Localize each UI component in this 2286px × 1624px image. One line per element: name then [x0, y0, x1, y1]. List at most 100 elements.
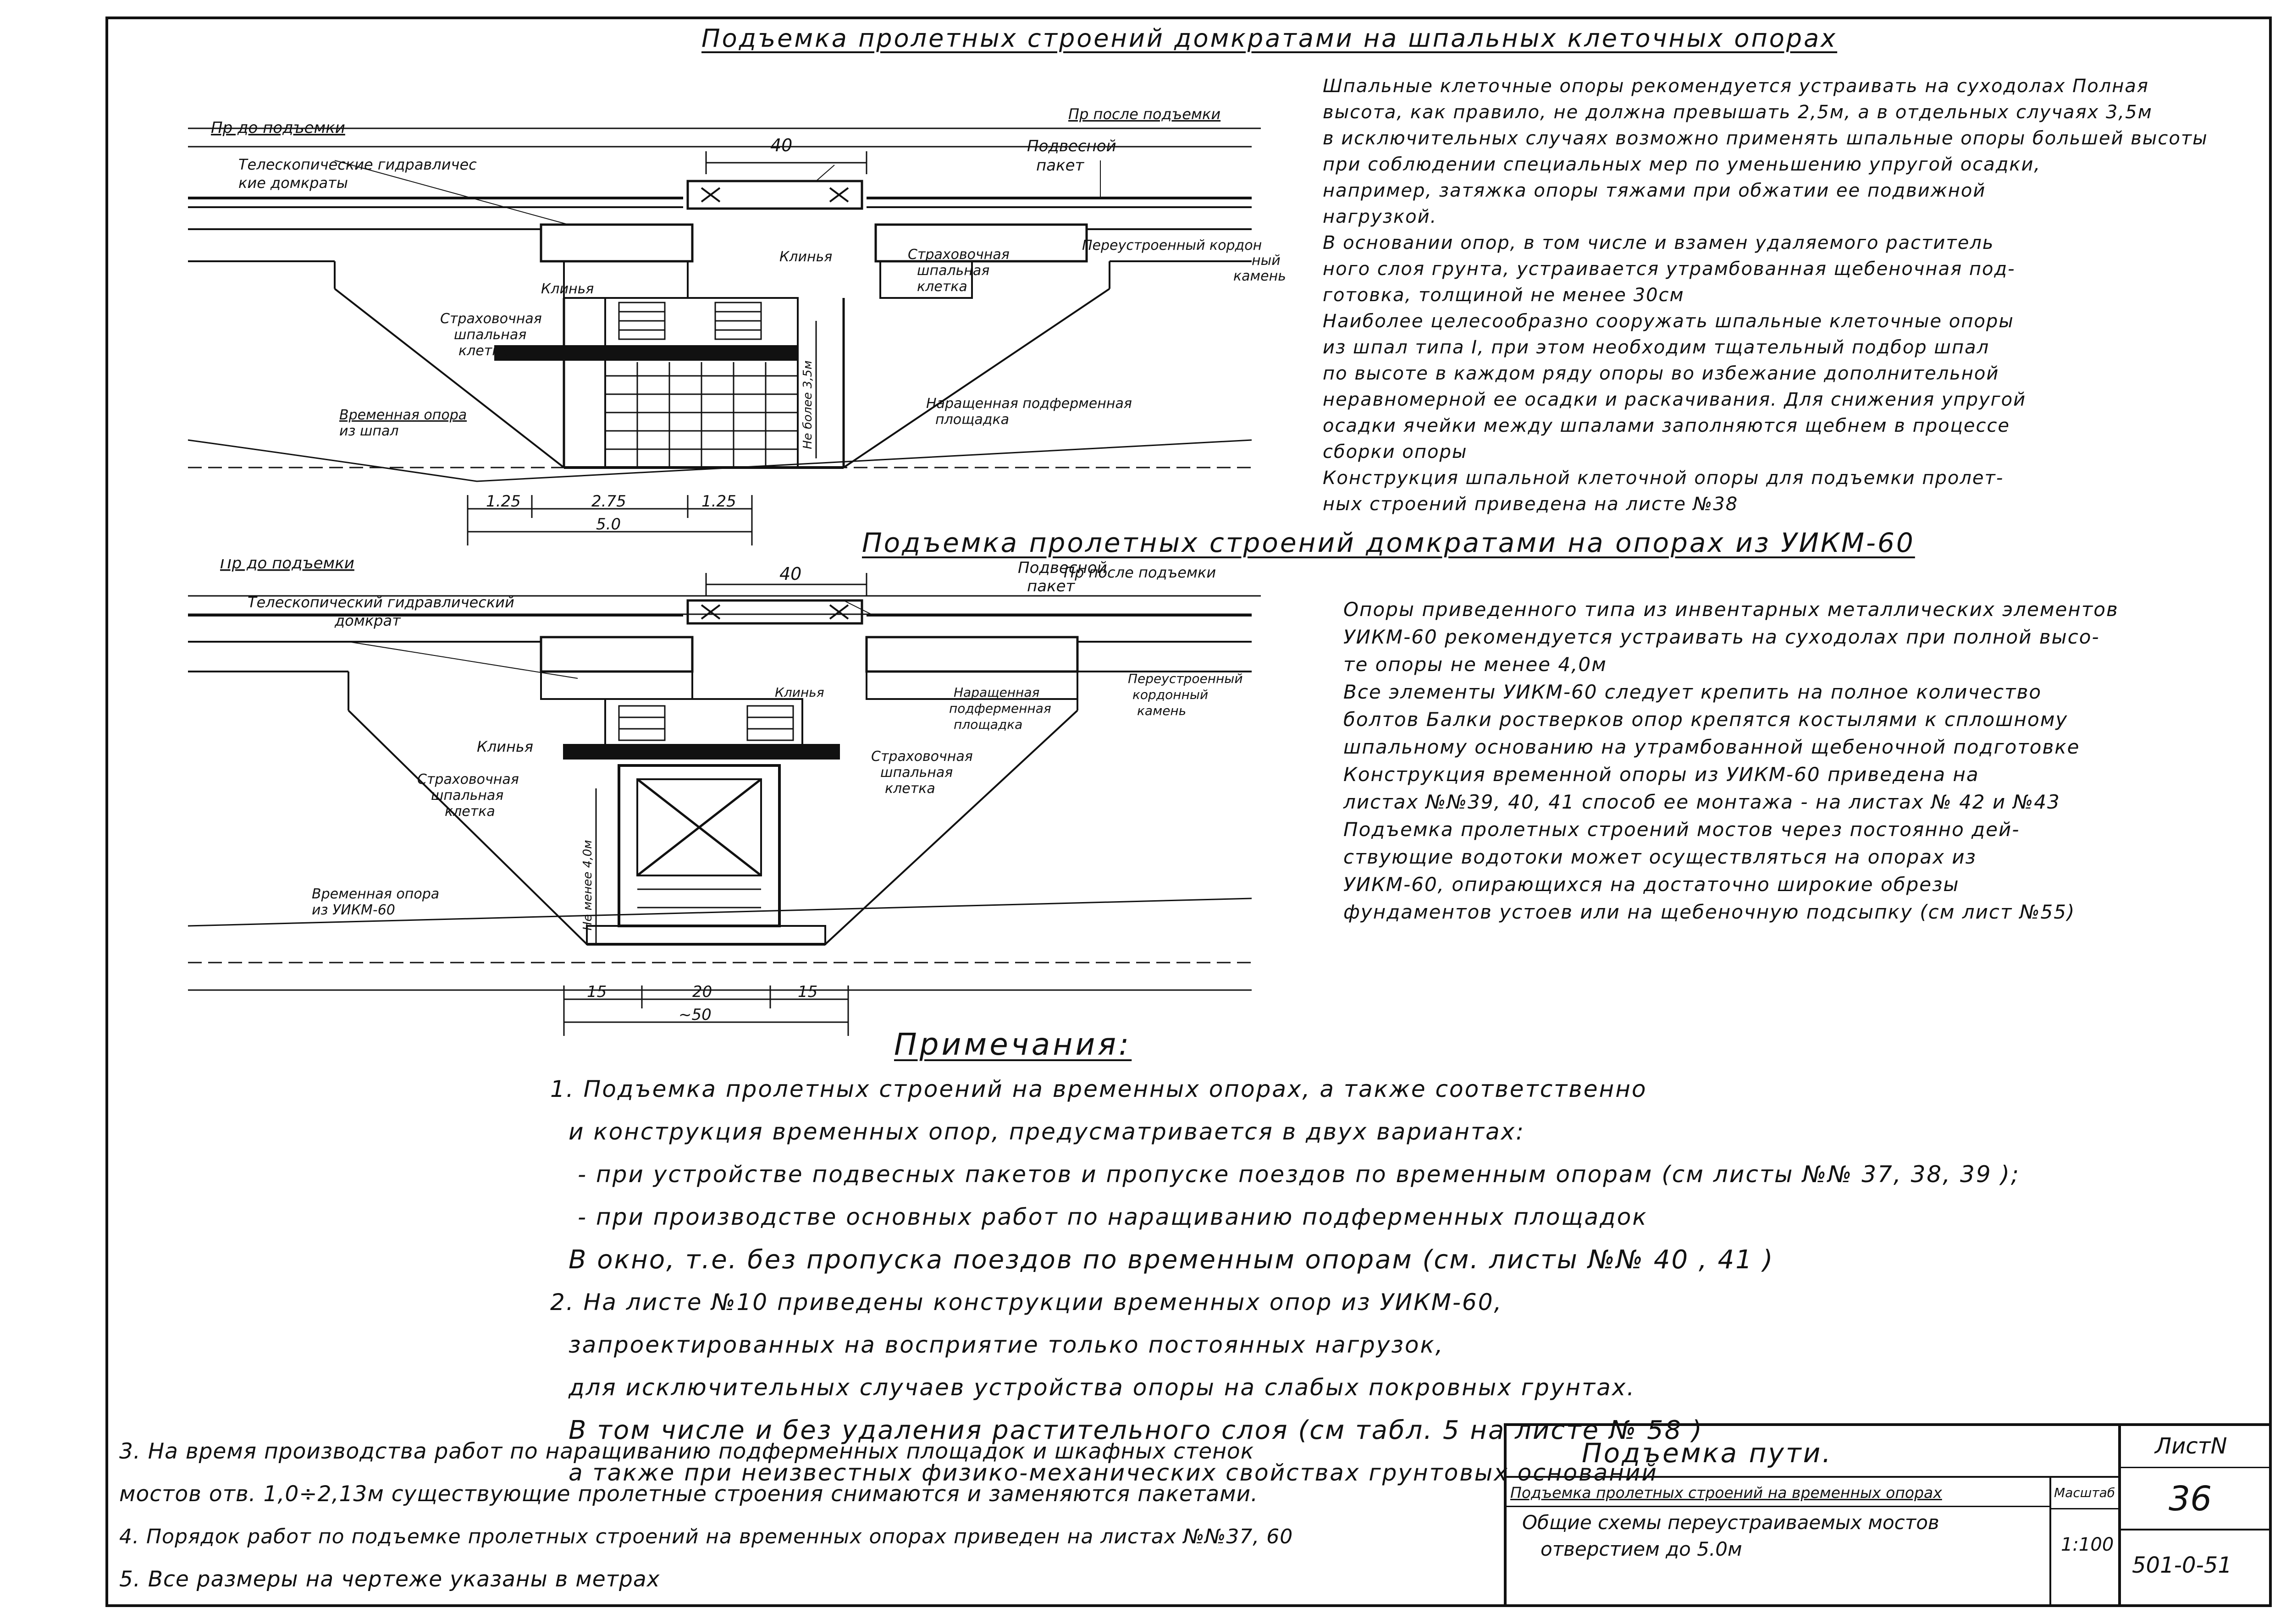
s2-dim-total: ~50: [679, 1006, 712, 1024]
section1-drawing: Пр до подъемки Пр после подъемки Телеско…: [188, 105, 1286, 545]
s1-wedges-right: Клинья: [779, 249, 832, 265]
s2-platform-1: Наращенная: [954, 685, 1039, 700]
s1-text-line: из шпал типа I, при этом необходим тщате…: [1323, 337, 1990, 358]
s2-cage-left-2: шпальная: [431, 787, 503, 804]
notes-body: 1. Подъемка пролетных строений на времен…: [550, 1068, 2020, 1494]
s2-jack-1: Телескопический гидравлический: [248, 594, 514, 611]
s1-text-line: В основании опор, в том числе и взамен у…: [1323, 232, 1994, 253]
note-line: а также при неизвестных физико-механичес…: [569, 1459, 1658, 1486]
s1-height-limit: Не более 3,5м: [801, 360, 815, 449]
s2-text-line: шпальному основанию на утрамбованной щеб…: [1343, 736, 2080, 758]
note-line: и конструкция временных опор, предусматр…: [569, 1118, 1525, 1145]
s1-stone-2: ный: [1252, 253, 1281, 269]
section2-text: Опоры приведенного типа из инвентарных м…: [1343, 596, 2119, 926]
s2-packet-1: Подвесной: [1018, 559, 1107, 577]
section1-text: Шпальные клеточные опоры рекомендуется у…: [1323, 73, 2208, 517]
s2-platform-3: площадка: [954, 717, 1022, 732]
s1-temp-support-2: из шпал: [339, 423, 399, 439]
s2-wedges-left: Клинья: [477, 738, 533, 755]
s2-level-before: Пр до подъемки: [220, 559, 354, 573]
s2-temp-support-2: из УИКМ-60: [312, 902, 395, 918]
s2-text-line: фундаментов устоев или на щебеночную под…: [1343, 901, 2076, 923]
stamp-sheet-number: 36: [2169, 1479, 2212, 1519]
s2-platform-2: подферменная: [949, 701, 1051, 716]
s2-text-line: Конструкция временной опоры из УИКМ-60 п…: [1343, 763, 1979, 786]
stamp-sheet-label: ЛистN: [2155, 1433, 2227, 1459]
s1-cage-left-3: клетка: [458, 343, 509, 359]
s2-temp-support-1: Временная опора: [312, 886, 439, 902]
extra-note-line: мостов отв. 1,0÷2,13м существующие проле…: [119, 1481, 1259, 1507]
s2-text-line: УИКМ-60, опирающихся на достаточно широк…: [1343, 873, 1960, 896]
s2-text-line: УИКМ-60 рекомендуется устраивать на сухо…: [1343, 626, 2100, 648]
section1-title: Подъемка пролетных строений домкратами н…: [701, 24, 1838, 53]
note-line: 2. На листе №10 приведены конструкции вр…: [550, 1289, 1503, 1316]
s2-stone-2: кордонный: [1132, 687, 1208, 702]
s1-text-line: при соблюдении специальных мер по уменьш…: [1323, 154, 2041, 175]
s2-height-limit: Не менее 4,0м: [581, 840, 595, 930]
section2-title: Подъемка пролетных строений домкратами н…: [862, 527, 1915, 558]
stamp-subtitle: Подъемка пролетных строений на временных…: [1510, 1483, 1942, 1502]
s1-text-line: например, затяжка опоры тяжами при обжат…: [1323, 180, 1986, 201]
s1-text-line: осадки ячейки между шпалами заполняются …: [1323, 415, 2010, 436]
s1-text-line: высота, как правило, не должна превышать…: [1323, 102, 2153, 123]
note-line: В окно, т.е. без пропуска поездов по вре…: [569, 1245, 1774, 1275]
s1-text-line: ных строений приведена на листе №38: [1323, 494, 1739, 515]
s1-text-line: готовка, толщиной не менее 30см: [1323, 285, 1684, 306]
stamp-scale-value: 1:100: [2061, 1534, 2114, 1555]
stamp-description-2: отверстием до 5.0м: [1541, 1537, 1742, 1560]
s2-dim-1: 15: [587, 983, 607, 1001]
s1-cage-right-1: Страховочная: [908, 247, 1010, 263]
s1-jacks-2: кие домкраты: [238, 174, 348, 192]
s1-platform-1: Наращенная подферменная: [926, 396, 1132, 412]
s2-cage-right-1: Страховочная: [871, 749, 973, 765]
s2-packet-2: пакет: [1027, 577, 1076, 595]
s2-span-40: 40: [779, 564, 801, 584]
s2-stone-1: Переустроенный: [1128, 671, 1243, 686]
notes-title: Примечания:: [894, 1027, 1132, 1062]
s1-cage-right-2: шпальная: [917, 263, 989, 279]
s1-text-line: ного слоя грунта, устраивается утрамбова…: [1323, 259, 2015, 280]
sheet-frame: [105, 17, 2272, 1607]
s2-text-line: те опоры не менее 4,0м: [1343, 653, 1607, 676]
s2-cage-left-3: клетка: [445, 804, 495, 820]
s1-dim-2: 2.75: [591, 492, 626, 511]
s1-text-line: в исключительных случаях возможно примен…: [1323, 128, 2208, 149]
s2-text-line: ствующие водотоки может осуществляться н…: [1343, 846, 1977, 868]
s2-jack-2: домкрат: [334, 612, 401, 629]
s1-text-line: нагрузкой.: [1323, 206, 1437, 227]
title-block: Подъемка пути. ЛистN 36 Подъемка пролетн…: [1504, 1423, 2272, 1607]
note-line: - при устройстве подвесных пакетов и про…: [578, 1161, 2020, 1188]
notes-extra: 3. На время производства работ по наращи…: [119, 1430, 1293, 1601]
s2-text-line: листах №№39, 40, 41 способ ее монтажа - …: [1343, 791, 2060, 813]
s1-text-line: Шпальные клеточные опоры рекомендуется у…: [1323, 76, 2149, 97]
s2-text-line: болтов Балки ростверков опор крепятся ко…: [1343, 708, 2068, 731]
s1-stone-1: Переустроенный кордон: [1082, 237, 1262, 253]
section2-drawing: Пр до подъемки Пр после подъемки Телеско…: [188, 559, 1261, 1036]
stamp-scale-label: Масштаб: [2054, 1485, 2115, 1500]
s1-temp-support-1: Временная опора: [339, 407, 467, 423]
note-line: В том числе и без удаления растительного…: [569, 1415, 1703, 1445]
note-line: 1. Подъемка пролетных строений на времен…: [550, 1076, 1647, 1102]
extra-note-line: 4. Порядок работ по подъемке пролетных с…: [119, 1525, 1293, 1548]
s1-dim-total: 5.0: [596, 515, 621, 534]
note-line: - при производстве основных работ по нар…: [578, 1204, 1648, 1230]
s1-packet-1: Подвесной: [1027, 137, 1116, 155]
s2-text-line: Все элементы УИКМ-60 следует крепить на …: [1343, 681, 2042, 703]
s1-span-40: 40: [770, 135, 792, 155]
s1-jacks-1: Телескопические гидравличес: [238, 156, 477, 173]
s2-level-after: Пр после подъемки: [1064, 564, 1216, 581]
s1-text-line: Наиболее целесообразно сооружать шпальны…: [1323, 311, 2014, 332]
s2-dim-3: 15: [798, 983, 817, 1001]
s1-level-after: Пр после подъемки: [1068, 105, 1220, 123]
s2-stone-3: камень: [1137, 703, 1186, 718]
s2-cage-right-2: шпальная: [880, 765, 953, 781]
s2-cage-right-3: клетка: [885, 781, 935, 797]
s1-cage-left-1: Страховочная: [440, 311, 542, 327]
s1-wedges-left: Клинья: [541, 281, 594, 297]
s1-cage-left-2: шпальная: [454, 327, 526, 343]
stamp-code: 501-0-51: [2132, 1552, 2232, 1578]
note-line: запроектированных на восприятие только п…: [569, 1332, 1444, 1358]
s1-text-line: неравномерной ее осадки и раскачивания. …: [1323, 389, 2026, 410]
s1-cage-right-3: клетка: [917, 279, 967, 295]
s2-text-line: Опоры приведенного типа из инвентарных м…: [1343, 598, 2119, 621]
